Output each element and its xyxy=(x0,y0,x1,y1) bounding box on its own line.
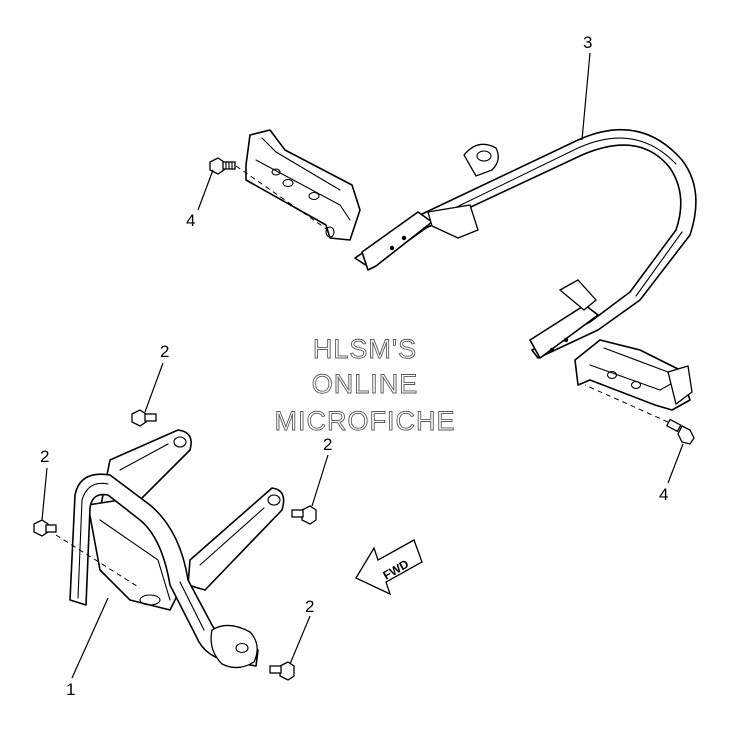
callout-2-top: 2 xyxy=(160,342,169,361)
front-bumper-guard xyxy=(69,429,285,669)
leader-4-left xyxy=(197,169,214,211)
watermark: HLSM'S ONLINE MICROFICHE xyxy=(274,334,456,437)
bolt-2-left xyxy=(33,519,57,537)
bolt-4-right-axis xyxy=(584,384,669,423)
watermark-line-1: HLSM'S xyxy=(313,334,417,364)
right-lower-bracket xyxy=(574,339,693,411)
bolt-2-bottom xyxy=(269,661,295,681)
leader-2-mid xyxy=(311,454,329,507)
callout-2-left: 2 xyxy=(40,447,49,466)
callout-1: 1 xyxy=(66,680,75,699)
leader-4-right xyxy=(667,443,684,484)
leader-1 xyxy=(71,597,109,679)
leader-3 xyxy=(581,52,591,141)
bolt-2-top xyxy=(131,409,157,427)
leader-2-bottom xyxy=(289,615,311,665)
bolt-4-left-axis xyxy=(235,165,329,231)
left-upper-bracket xyxy=(245,129,361,241)
callout-4-left: 4 xyxy=(186,211,195,230)
watermark-line-3: MICROFICHE xyxy=(275,406,456,436)
bolt-4-left xyxy=(209,157,236,175)
callout-3: 3 xyxy=(583,33,592,52)
bolt-2-mid xyxy=(291,505,317,525)
leader-2-left xyxy=(41,467,48,521)
callout-2-mid: 2 xyxy=(323,435,332,454)
bolt-4-right xyxy=(665,418,695,445)
rear-carrier-bar xyxy=(354,128,697,359)
forward-direction-arrow: FWD xyxy=(355,539,423,596)
watermark-line-2: ONLINE xyxy=(312,369,419,399)
callout-2-bottom: 2 xyxy=(305,597,314,616)
leader-2-top xyxy=(144,362,164,413)
callout-4-right: 4 xyxy=(659,485,668,504)
bolt-2-left-axis xyxy=(55,534,141,589)
